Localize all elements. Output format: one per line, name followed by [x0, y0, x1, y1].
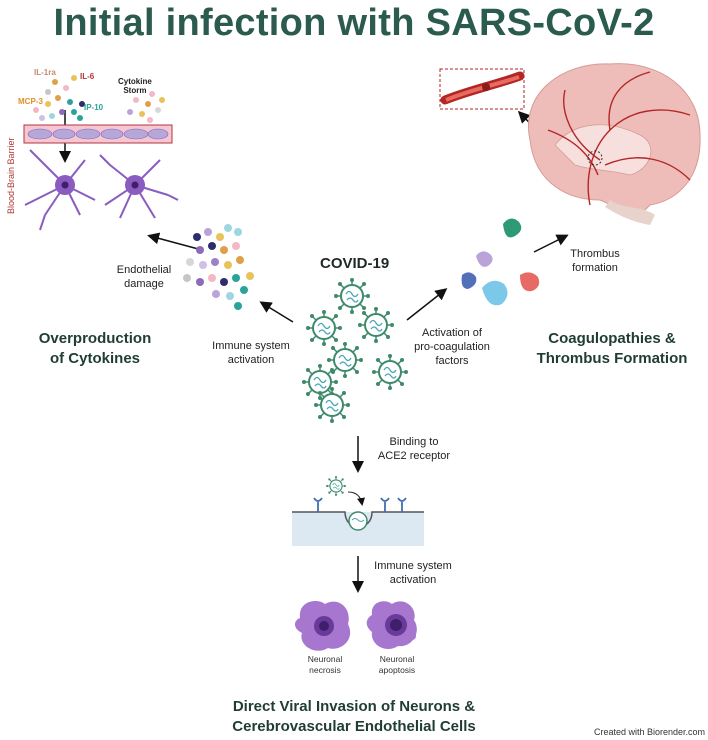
neuron-apoptosis-illustration — [366, 601, 417, 650]
arrow-to-thrombus — [533, 234, 569, 253]
arrow-to-coagulation — [406, 288, 448, 321]
brain-illustration — [528, 63, 701, 225]
cytokine-label-il1ra: IL-1ra — [34, 68, 56, 77]
coagulation-factors-label: Activation of pro-coagulation factors — [414, 327, 490, 367]
cytokine-cluster — [183, 224, 254, 310]
endothelial-damage-label: Endothelial damage — [116, 264, 172, 290]
neuronal-apoptosis-label: Neuronal apoptosis — [378, 654, 416, 675]
page-title: Initial infection with SARS-CoV-2 — [53, 2, 655, 44]
covid-19-label: COVID-19 — [320, 255, 390, 272]
biorender-credit: Created with Biorender.com — [594, 727, 706, 737]
immune-activation-left-label: Immune system activation — [212, 340, 290, 366]
cytokine-label-mcp3: MCP-3 — [18, 97, 43, 106]
immune-activation-bottom-label: Immune system activation — [374, 560, 452, 586]
arrows — [59, 110, 569, 593]
heading-direct-viral-invasion: Direct Viral Invasion of Neurons & Cereb… — [232, 698, 476, 735]
neuron-left — [24, 149, 96, 231]
heading-overproduction-cytokines: Overproduction of Cytokines — [38, 330, 152, 367]
virus-particle — [305, 309, 343, 347]
arrow-to-endothelial-damage — [147, 232, 203, 251]
heading-coagulopathies: Coagulopathies & Thrombus Formation — [536, 330, 688, 367]
vessel-inset — [439, 68, 525, 110]
neuron-right — [99, 154, 179, 219]
blood-brain-barrier-label: Blood-Brain Barrier — [6, 137, 16, 214]
virus-particle — [357, 306, 395, 344]
neuron-necrosis-illustration — [295, 600, 351, 651]
blood-brain-barrier-illustration — [23, 75, 179, 231]
virus-particle — [333, 277, 371, 315]
cytokine-label-il6: IL-6 — [80, 72, 95, 81]
cytokine-label-ip10: IP-10 — [84, 103, 104, 112]
binding-ace2-label: Binding to ACE2 receptor — [377, 436, 451, 462]
thrombus-formation-label: Thrombus formation — [570, 248, 620, 274]
neuronal-necrosis-label: Neuronal necrosis — [307, 654, 343, 675]
coagulation-proteins — [461, 218, 540, 306]
cytokine-dots — [33, 75, 165, 123]
cell-membrane-illustration — [292, 475, 424, 546]
virus-particle — [371, 353, 409, 391]
cytokine-storm-label: Cytokine Storm — [118, 77, 152, 95]
arrow-to-cytokines — [259, 301, 294, 323]
virus-particle — [326, 341, 364, 379]
virus-cluster — [301, 277, 409, 424]
virus-particle — [313, 386, 351, 424]
